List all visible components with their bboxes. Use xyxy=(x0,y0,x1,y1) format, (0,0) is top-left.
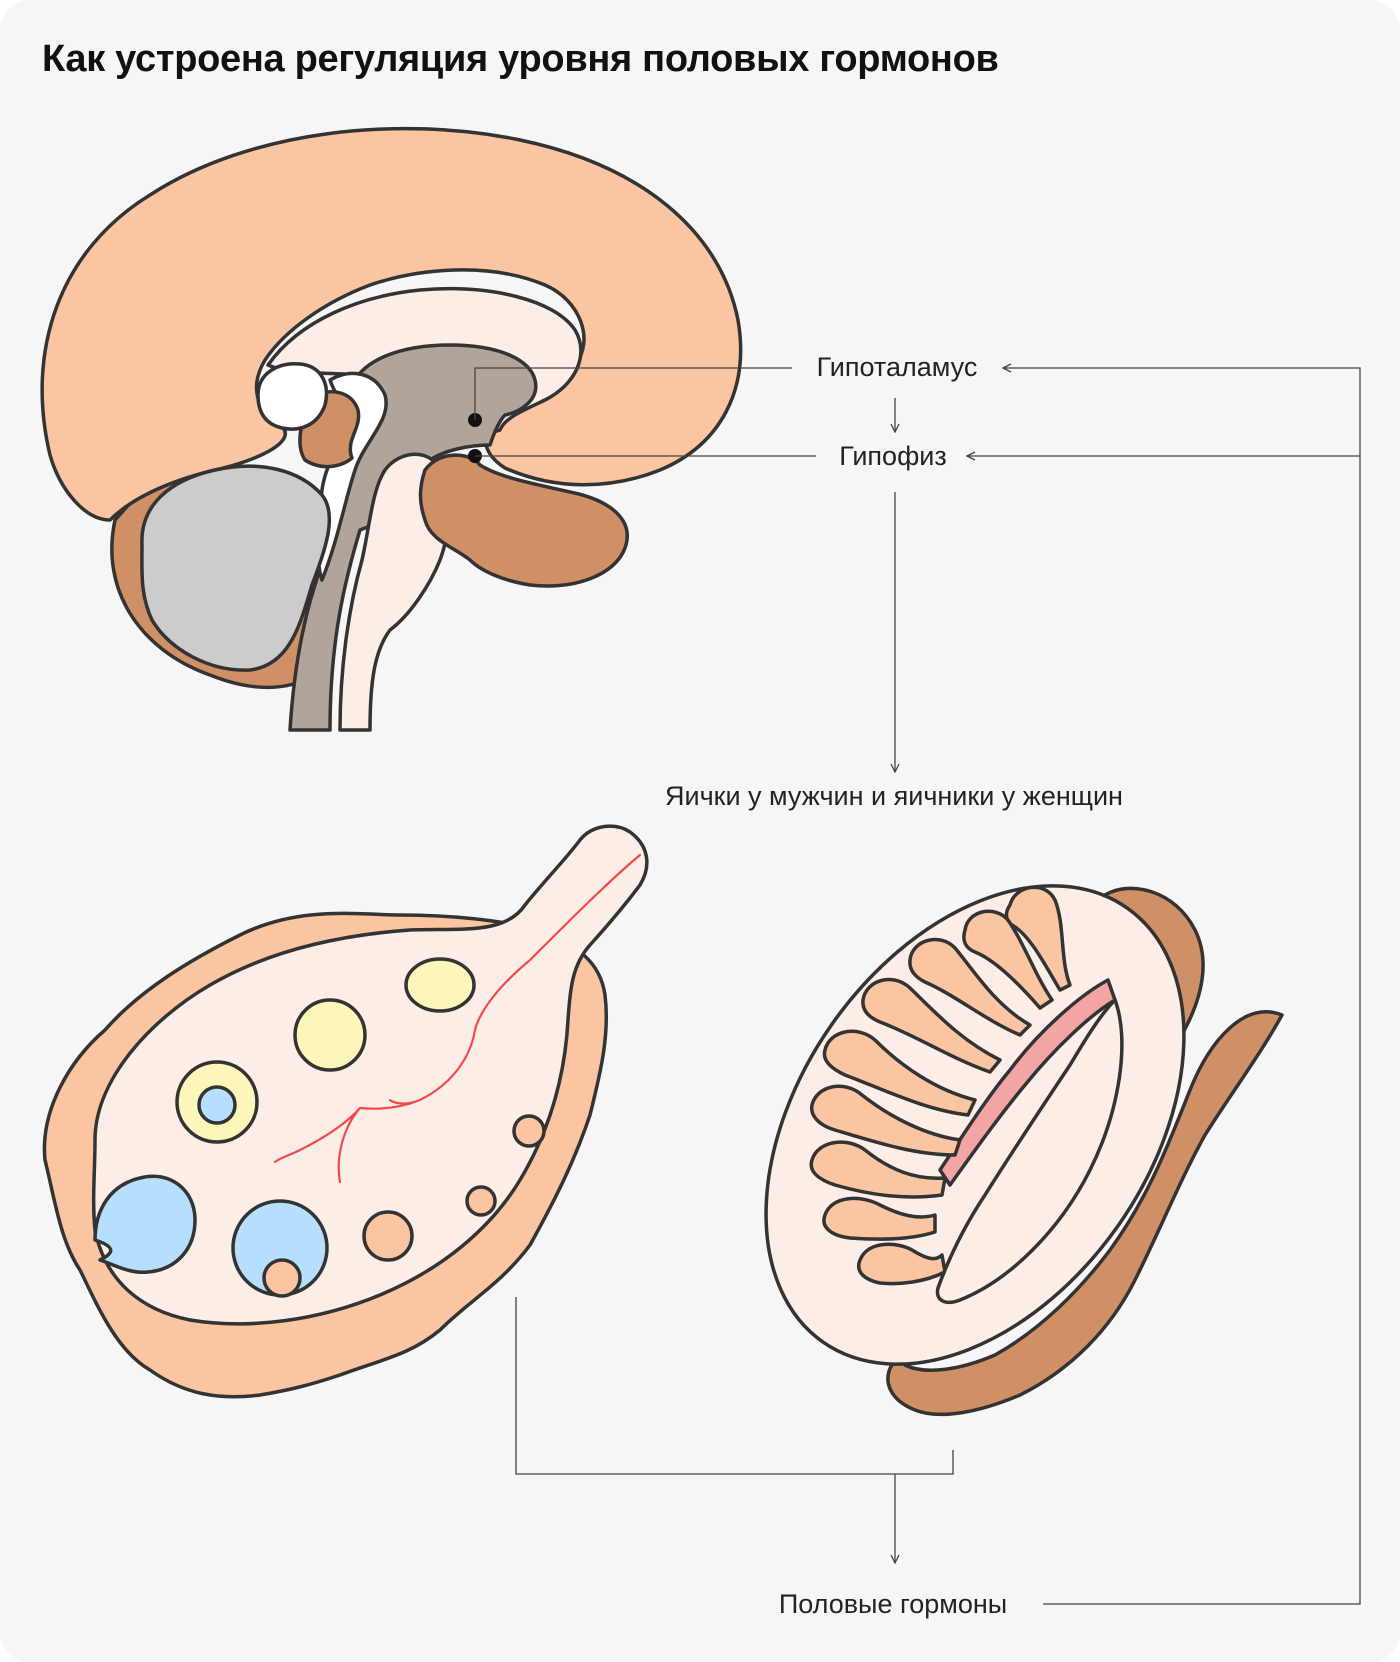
flow-connectors xyxy=(474,367,1361,1605)
cerebellum xyxy=(418,453,629,588)
label-gonads: Яички у мужчин и яичники у женщин xyxy=(665,781,1123,811)
follicle-yellow-small xyxy=(404,957,476,1013)
brain-illustration xyxy=(40,126,743,732)
ovary-illustration xyxy=(42,824,649,1399)
follicle-small-3 xyxy=(512,1114,546,1148)
testis-lobules xyxy=(809,885,1072,1286)
label-sex-hormones: Половые гормоны xyxy=(779,1589,1007,1619)
follicle-yellow-medium xyxy=(293,998,367,1072)
follicle-blue-ruptured xyxy=(93,1174,197,1275)
follicle-blue-inner xyxy=(262,1258,302,1298)
ovary-inner-body xyxy=(91,824,649,1326)
label-hypothalamus: Гипоталамус xyxy=(817,352,978,382)
testis-mediastinum xyxy=(935,998,1124,1305)
follicle-small-1 xyxy=(362,1210,414,1262)
page-title: Как устроена регуляция уровня половых го… xyxy=(42,38,999,80)
follicle-yellow-core xyxy=(197,1085,237,1125)
brain-gray-lobe xyxy=(140,464,332,672)
gonads-bracket xyxy=(515,1297,954,1475)
rete-testis xyxy=(938,978,1117,1187)
pineal-gland xyxy=(256,362,329,431)
hypothalamus-leader xyxy=(474,367,792,420)
feedback-line xyxy=(1003,368,1361,1605)
label-pituitary: Гипофиз xyxy=(839,441,947,471)
follicle-small-2 xyxy=(465,1185,497,1217)
ovary-vessel xyxy=(273,853,642,1184)
testis-illustration xyxy=(764,884,1284,1417)
